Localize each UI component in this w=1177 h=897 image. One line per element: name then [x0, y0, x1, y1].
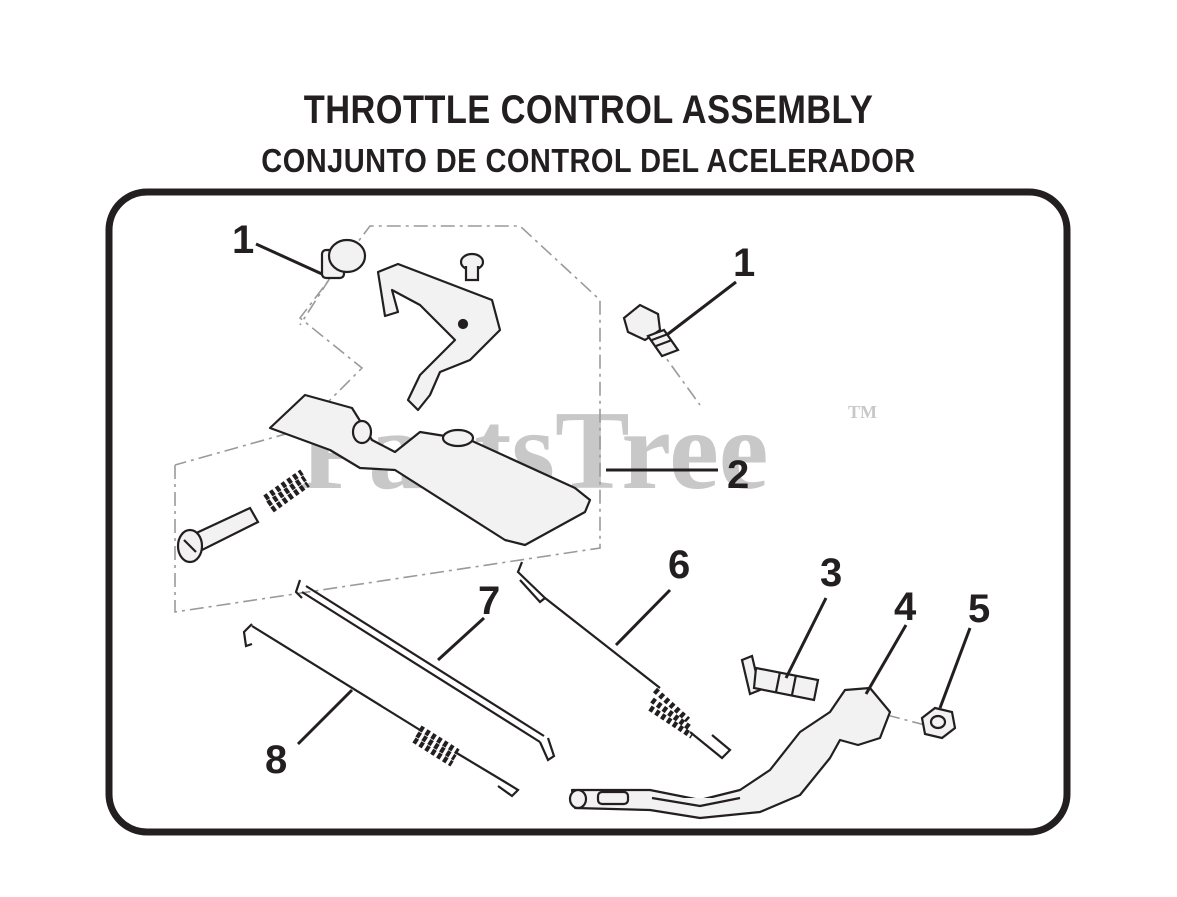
callout-6: 6: [668, 543, 690, 587]
diagram-title: THROTTLE CONTROL ASSEMBLY: [303, 88, 874, 132]
bracket-screw: [176, 506, 260, 564]
callout-8: 8: [265, 738, 287, 782]
throttle-lever: [568, 686, 892, 820]
diagram-subtitle: CONJUNTO DE CONTROL DEL ACELERADOR: [261, 142, 916, 179]
knob-screw-left: [320, 238, 485, 282]
callout-3: 3: [820, 551, 842, 595]
throttle-bracket: [268, 262, 592, 547]
callout-2: 2: [727, 453, 749, 497]
callout-1-left: 1: [232, 218, 254, 262]
callout-5: 5: [968, 587, 990, 631]
watermark-trademark: TM: [848, 402, 877, 422]
callout-7: 7: [478, 579, 500, 623]
callout-1-right: 1: [733, 241, 755, 285]
throttle-rod: [294, 579, 556, 762]
hex-screw-right: [622, 303, 680, 358]
leader-lines: [255, 242, 972, 746]
callout-4: 4: [894, 585, 917, 629]
shoulder-bolt: [740, 654, 820, 702]
diagram-frame: [105, 188, 1071, 836]
spring-rod: [242, 623, 520, 798]
hex-nut: [920, 706, 957, 740]
spring-link: [516, 561, 732, 760]
bracket-spring: [263, 469, 310, 513]
callout-numbers: 1 1 2 3 4 5 6 7 8: [232, 218, 990, 782]
